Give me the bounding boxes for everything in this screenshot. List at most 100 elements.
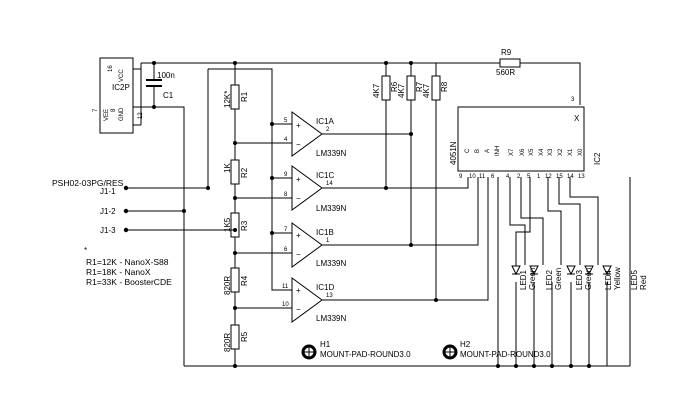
led-5: LED5 Red	[602, 265, 648, 290]
pin-number: 16	[108, 65, 114, 72]
svg-text:−: −	[296, 250, 301, 259]
svg-text:INH: INH	[495, 146, 501, 156]
r1-notes: * R1=12K - NanoX-S88 R1=18K - NanoX R1=3…	[84, 246, 172, 287]
svg-text:560R: 560R	[496, 68, 515, 77]
comparator-part: LM339N	[316, 314, 346, 323]
svg-text:4K7: 4K7	[422, 83, 431, 98]
led-1: LED1 Green	[511, 265, 537, 290]
resistor-r7: 4K7 R7	[397, 75, 424, 101]
pin-label: J1-3	[100, 226, 116, 235]
svg-text:14: 14	[326, 181, 333, 187]
comparator-ref: IC1D	[316, 283, 334, 292]
svg-text:2: 2	[326, 127, 330, 133]
svg-text:LED1: LED1	[519, 269, 528, 290]
svg-text:B: B	[475, 149, 481, 153]
svg-text:H2: H2	[460, 340, 471, 349]
svg-text:10: 10	[469, 174, 476, 180]
comparator-ref: IC1B	[316, 228, 334, 237]
svg-text:12: 12	[545, 174, 552, 180]
pin-marker	[123, 227, 129, 233]
wires	[126, 62, 631, 367]
svg-text:LED3: LED3	[575, 269, 584, 290]
svg-text:+: +	[296, 286, 301, 295]
resistor-r4: R4 820R	[223, 267, 249, 295]
led-2: LED2 Green	[529, 265, 563, 290]
svg-text:13: 13	[326, 293, 333, 299]
cap-value: 100n	[157, 71, 175, 80]
comparator-ref: IC1A	[316, 117, 334, 126]
svg-text:820R: 820R	[223, 333, 232, 352]
mount-h1: H1 MOUNT-PAD-ROUND3.0	[301, 340, 411, 360]
comparator-ref: IC1C	[316, 171, 334, 180]
svg-text:4K7: 4K7	[397, 83, 406, 98]
svg-text:R1=33K - BoosterCDE: R1=33K - BoosterCDE	[86, 277, 172, 287]
svg-text:R9: R9	[501, 48, 512, 57]
svg-text:LED2: LED2	[545, 269, 554, 290]
svg-text:14: 14	[567, 174, 574, 180]
svg-text:X0: X0	[578, 148, 584, 156]
svg-text:−: −	[296, 305, 301, 314]
comparator-ic1b: + − 7 6 1 IC1B LM339N	[284, 222, 346, 268]
comparator-ic1d: + − 11 10 13 IC1D LM339N	[282, 277, 346, 323]
svg-text:11: 11	[479, 174, 486, 180]
svg-text:820R: 820R	[223, 276, 232, 295]
svg-text:*: *	[84, 246, 87, 255]
mux-ref: IC2	[593, 152, 602, 165]
svg-text:R6: R6	[390, 81, 399, 92]
svg-text:H1: H1	[320, 340, 331, 349]
svg-text:R5: R5	[240, 331, 249, 342]
pin-label: J1-1	[100, 187, 116, 196]
svg-text:5: 5	[284, 118, 288, 124]
svg-text:1K5: 1K5	[223, 217, 232, 232]
svg-text:LED4: LED4	[604, 269, 613, 290]
svg-text:Green: Green	[554, 268, 563, 290]
svg-text:5: 5	[527, 174, 531, 180]
svg-text:Green: Green	[528, 268, 537, 290]
svg-text:7: 7	[284, 227, 288, 233]
mux-ic2: 4051N IC2 X 3 C B A INH 9 10 11 6 X7 X6 …	[449, 97, 602, 180]
svg-text:1K: 1K	[223, 163, 232, 173]
svg-text:X7: X7	[509, 148, 515, 156]
pin-number: 7	[93, 108, 99, 112]
resistor-r6: 4K7 R6	[372, 75, 399, 101]
svg-text:X3: X3	[548, 148, 554, 156]
svg-text:X2: X2	[558, 148, 564, 156]
led-4: LED4 Yellow	[584, 265, 622, 290]
svg-text:1: 1	[326, 238, 330, 244]
resistor-r1: R1 12K*	[223, 84, 249, 110]
resistor-r2: R2 1K	[223, 159, 249, 185]
pin-marker	[123, 185, 129, 191]
capacitor-c1: 100n C1	[146, 71, 175, 100]
svg-text:6: 6	[284, 247, 288, 253]
pin-marker	[123, 208, 129, 214]
svg-text:R1=18K - NanoX: R1=18K - NanoX	[86, 267, 151, 277]
gnd-label: GND	[119, 107, 125, 121]
vcc-label: VCC	[119, 69, 125, 82]
svg-text:Red: Red	[639, 275, 648, 290]
svg-text:3: 3	[571, 97, 575, 103]
comparator-part: LM339N	[316, 259, 346, 268]
svg-text:X: X	[574, 114, 580, 123]
svg-text:X6: X6	[520, 148, 526, 156]
svg-text:2: 2	[517, 174, 521, 180]
pin-label: J1-2	[100, 207, 116, 216]
svg-text:8: 8	[284, 192, 288, 198]
svg-text:C: C	[465, 148, 471, 153]
svg-text:10: 10	[282, 302, 289, 308]
ic2p-power: IC2P VCC VEE GND 16 7 8 12	[93, 57, 144, 134]
svg-text:4: 4	[506, 174, 510, 180]
resistor-r3: R3 1K5	[223, 212, 249, 238]
comparator-ic1c: + − 9 8 14 IC1C LM339N	[284, 165, 346, 213]
svg-text:A: A	[485, 149, 491, 153]
comparator-ic1a: + − 5 4 2 IC1A LM339N	[284, 111, 346, 158]
svg-text:9: 9	[284, 172, 288, 178]
svg-text:R8: R8	[440, 81, 449, 92]
svg-text:4: 4	[284, 137, 288, 143]
svg-text:13: 13	[578, 174, 585, 180]
cap-ref: C1	[163, 91, 174, 100]
svg-text:R2: R2	[240, 167, 249, 178]
svg-text:−: −	[296, 194, 301, 203]
svg-text:X4: X4	[539, 148, 545, 156]
svg-text:11: 11	[282, 284, 289, 290]
